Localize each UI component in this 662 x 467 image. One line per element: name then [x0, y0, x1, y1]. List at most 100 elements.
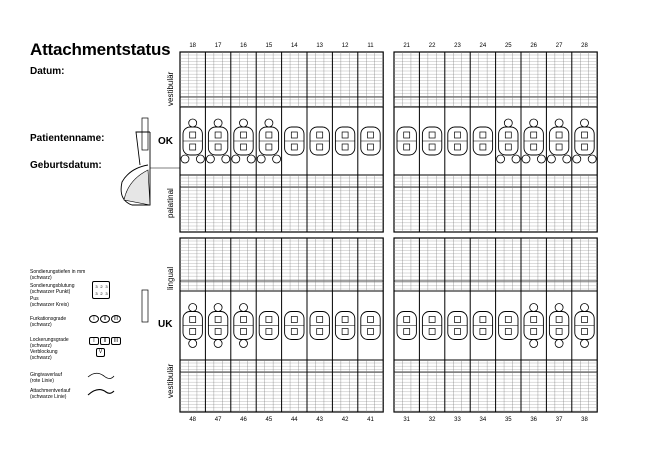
tooth-box — [530, 143, 538, 151]
tooth-number: 14 — [290, 43, 298, 49]
tooth-box — [504, 328, 512, 335]
tooth-box — [265, 131, 273, 139]
tooth-box — [265, 316, 273, 323]
legend-splint: Verblockung (schwarz) — [30, 349, 58, 361]
legend-furcation: Furkationsgrade (schwarz) — [30, 316, 67, 328]
tooth-box — [189, 131, 197, 139]
tooth-number: 41 — [367, 417, 374, 423]
tooth-box — [479, 143, 487, 151]
legend-mobility: Lockerungsgrade (schwarz) — [30, 337, 69, 349]
furcation-circle — [503, 118, 513, 128]
tooth-box — [555, 328, 563, 335]
tooth-box — [504, 316, 512, 323]
furcation-circle — [547, 154, 556, 164]
legend-probing-depth: Sondierungstiefen in mm (schwarz) — [30, 269, 86, 281]
furcation-circle — [239, 118, 248, 128]
probe-digit: 2 — [100, 291, 103, 296]
tooth-box — [428, 328, 436, 335]
tooth-number: 46 — [240, 417, 247, 423]
tooth-box — [504, 143, 512, 151]
tooth-number: 43 — [316, 417, 324, 423]
furcation-circle — [496, 154, 506, 164]
furcation-circle — [213, 118, 223, 128]
legend-gingiva: Gingivaverlauf (rote Linie) — [30, 372, 62, 384]
tooth-number: 18 — [189, 43, 197, 49]
furcation-circle — [554, 339, 564, 348]
tooth-box — [214, 143, 222, 151]
tooth-number: 22 — [428, 43, 436, 49]
tooth-box — [341, 143, 349, 151]
tooth-number: 47 — [214, 417, 222, 423]
tooth-box — [403, 328, 411, 335]
lower-jaw-label: UK — [158, 319, 173, 330]
tooth-box — [428, 131, 436, 139]
tooth-box — [428, 316, 436, 323]
tooth-box — [403, 316, 411, 323]
furcation-circle — [537, 154, 546, 164]
furcation-circle — [239, 339, 248, 348]
furcation-circle — [246, 154, 256, 164]
tooth-box — [240, 316, 247, 323]
furcation-circle — [529, 339, 539, 348]
tooth-box — [530, 131, 538, 139]
tooth-box — [265, 143, 273, 151]
tooth-number: 27 — [555, 43, 563, 49]
furcation-circle — [521, 154, 531, 164]
furcation-circle — [188, 339, 198, 348]
probe-digit: 3 — [105, 284, 108, 289]
birthdate-label: Geburtsdatum: — [30, 160, 102, 171]
tooth-box — [341, 131, 349, 139]
probe-digit: 2 — [100, 284, 103, 289]
furcation-circle — [239, 303, 248, 312]
furcation-circle — [580, 118, 589, 128]
tooth-box — [367, 328, 374, 335]
tooth-number: 12 — [341, 43, 349, 49]
tooth-box — [581, 143, 588, 151]
legend-pus: Pus (schwarzer Kreis) — [30, 296, 69, 308]
tooth-box — [316, 316, 324, 323]
legend-attachment: Attachmentverlauf (schwarze Linie) — [30, 388, 71, 400]
furcation-circle — [180, 154, 190, 164]
legend-bleeding: Sondierungsblutung (schwarzer Punkt) — [30, 283, 75, 295]
tooth-number: 15 — [265, 43, 273, 49]
tooth-box — [530, 316, 538, 323]
tooth-number: 45 — [265, 417, 273, 423]
tooth-number: 28 — [581, 43, 588, 49]
tooth-box — [265, 328, 273, 335]
tooth-box — [240, 131, 247, 139]
tooth-box — [290, 131, 298, 139]
tooth-box — [189, 143, 197, 151]
grade-symbol: I — [89, 315, 99, 323]
grade-symbol: III — [111, 337, 121, 345]
tooth-number: 35 — [504, 417, 512, 423]
tooth-box — [428, 143, 436, 151]
tooth-box — [316, 328, 324, 335]
tooth-box — [504, 131, 512, 139]
tooth-box — [189, 328, 197, 335]
patient-name-label: Patientenname: — [30, 133, 105, 144]
tooth-box — [479, 328, 487, 335]
scale-marker — [141, 289, 149, 323]
furcation-circle — [511, 154, 521, 164]
tooth-box — [454, 143, 461, 151]
tooth-box — [290, 328, 298, 335]
attachment-line-icon — [87, 389, 115, 396]
tooth-number: 21 — [403, 43, 411, 49]
tooth-number: 31 — [403, 417, 411, 423]
tooth-box — [555, 316, 563, 323]
grade-symbol: II — [100, 315, 110, 323]
tooth-number: 32 — [428, 417, 436, 423]
tooth-box — [367, 316, 374, 323]
tooth-number: 16 — [240, 43, 247, 49]
furcation-circle — [572, 154, 582, 164]
bone-illustration — [123, 169, 151, 206]
tooth-number: 38 — [581, 417, 588, 423]
tooth-number: 33 — [454, 417, 461, 423]
tooth-box — [189, 316, 197, 323]
tooth-box — [581, 328, 588, 335]
tooth-box — [581, 316, 588, 323]
furcation-circle — [188, 118, 198, 128]
furcation-circle — [221, 154, 231, 164]
tooth-box — [555, 143, 563, 151]
